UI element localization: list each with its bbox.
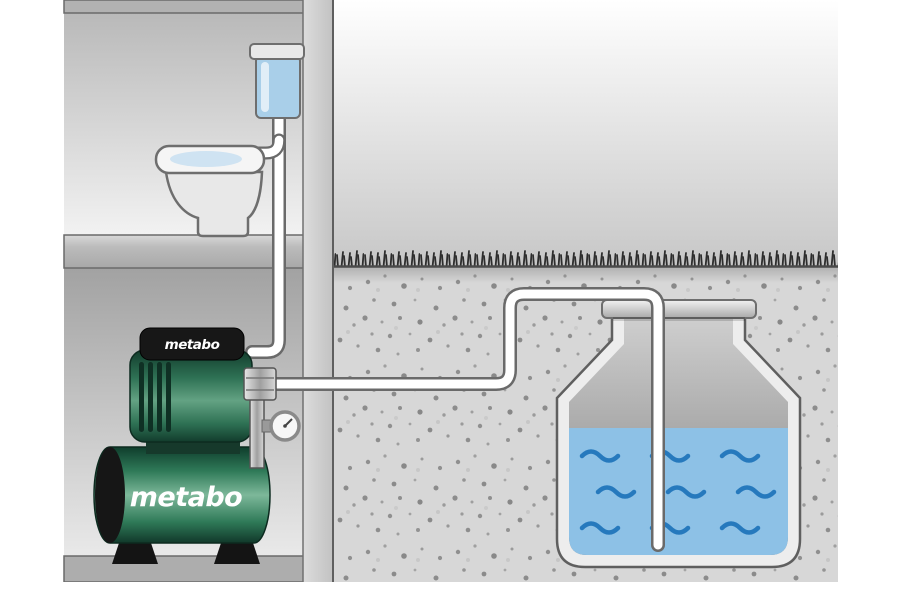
toilet-seat-inset [170, 151, 242, 167]
lid-shadow [613, 317, 745, 321]
pump-foot-right [214, 540, 260, 564]
pump-top-cap [139, 327, 245, 361]
basement-floor-slab [63, 555, 334, 583]
flush-tank-highlight [261, 62, 269, 112]
tank-brand-label: metabo [130, 482, 242, 513]
pressure-tank [93, 446, 271, 544]
right-margin [838, 0, 900, 600]
suction-pipe [245, 287, 665, 552]
fan-cover-slots [139, 362, 171, 432]
grass-strip [333, 249, 838, 267]
gauge-pivot [283, 424, 287, 428]
flush-tank-lid [249, 43, 305, 60]
delivery-pipe [241, 105, 286, 359]
pump-brand-label: metabo [165, 337, 220, 353]
metabo-pump: metabo metabo [93, 327, 301, 564]
cistern-lid [601, 299, 757, 319]
toilet-group [154, 43, 305, 238]
underground-cistern [555, 299, 802, 569]
bottom-margin [0, 582, 900, 600]
sky-background [333, 0, 838, 267]
soil-top-shading [333, 267, 838, 283]
toilet-bowl [164, 170, 264, 238]
tank-end-cap [95, 447, 125, 543]
ceiling-slab [63, 0, 334, 14]
exterior-wall [303, 0, 333, 582]
pump-foot-left [112, 540, 158, 564]
outlet-flange [243, 367, 277, 401]
upper-floor-slab [63, 234, 334, 269]
